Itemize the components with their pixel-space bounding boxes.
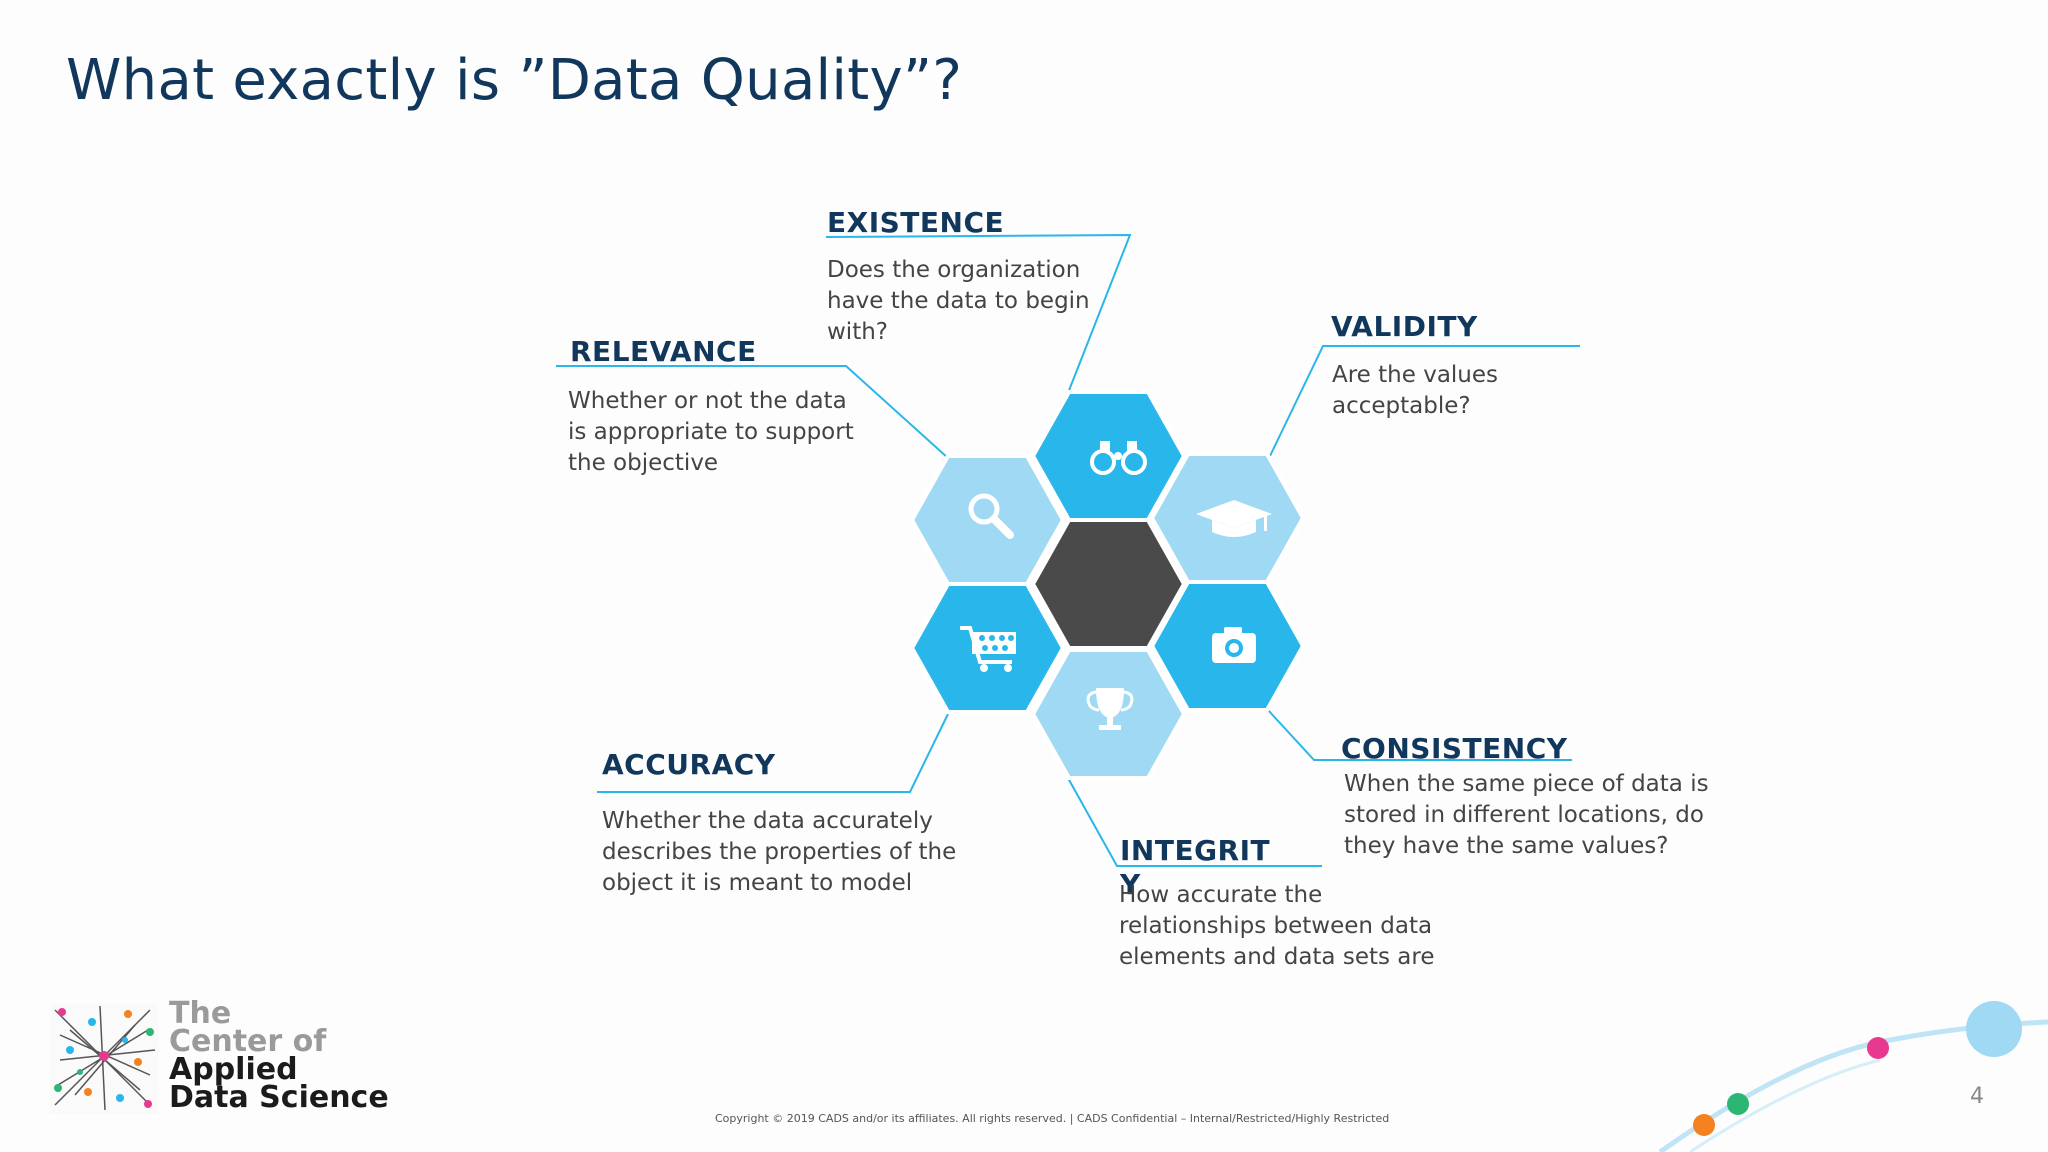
integrity-line: How accurate the: [1119, 882, 1323, 908]
accuracy-line: Whether the data accurately: [602, 808, 933, 834]
validity-description: Are the values acceptable?: [1332, 360, 1498, 422]
deco-blue-node: [1966, 1001, 2022, 1057]
validity-connector: [1269, 345, 1580, 457]
logo-line: The: [169, 996, 232, 1031]
consistency-line: stored in different locations, do: [1344, 802, 1704, 828]
validity-line: acceptable?: [1332, 393, 1471, 419]
existence-line: have the data to begin: [827, 288, 1090, 314]
integrity-connector: [1067, 777, 1322, 867]
integrity-heading: INTEGRIT: [1120, 834, 1271, 867]
consistency-heading: CONSISTENCY: [1341, 732, 1568, 765]
consistency-description: When the same piece of data is stored in…: [1344, 769, 1709, 862]
accuracy-connector: [597, 713, 949, 793]
consistency-line: they have the same values?: [1344, 833, 1669, 859]
accuracy-line: describes the properties of the: [602, 839, 957, 865]
integrity-description: How accurate the relationships between d…: [1119, 880, 1434, 973]
existence-line: with?: [827, 319, 889, 345]
existence-connector: [825, 233, 1132, 394]
existence-line: Does the organization: [827, 257, 1081, 283]
deco-pink-node: [1867, 1037, 1889, 1059]
logo-line: Applied: [169, 1052, 298, 1087]
page-number: 4: [1970, 1084, 1984, 1109]
accuracy-line: object it is meant to model: [602, 870, 913, 896]
relevance-connector: [556, 365, 949, 459]
page-title: What exactly is ”Data Quality”?: [66, 48, 963, 113]
camera-icon: [1212, 627, 1256, 663]
magnifier-icon: [968, 493, 1014, 539]
logo: The Center of Applied Data Science: [169, 996, 389, 1115]
relevance-line: Whether or not the data: [568, 388, 847, 414]
shopping-cart-icon: [960, 626, 1016, 672]
accuracy-heading: ACCURACY: [602, 748, 776, 781]
integrity-heading-overflow: Y: [1120, 868, 1141, 901]
deco-green-node: [1727, 1093, 1749, 1115]
integrity-line: elements and data sets are: [1119, 944, 1435, 970]
graduation-cap-icon: [1196, 500, 1272, 537]
consistency-line: When the same piece of data is: [1344, 771, 1709, 797]
relevance-description: Whether or not the data is appropriate t…: [568, 386, 854, 479]
validity-line: Are the values: [1332, 362, 1499, 388]
trophy-icon: [1086, 688, 1134, 730]
copyright-notice: Copyright © 2019 CADS and/or its affilia…: [715, 1112, 1390, 1125]
logo-line: Data Science: [169, 1080, 389, 1115]
logo-network-icon: [50, 1004, 158, 1114]
validity-heading: VALIDITY: [1331, 310, 1478, 343]
consistency-connector: [1267, 709, 1572, 761]
integrity-line: relationships between data: [1119, 913, 1433, 939]
relevance-line: the objective: [568, 450, 719, 476]
relevance-heading: RELEVANCE: [570, 335, 757, 368]
logo-line: Center of: [169, 1024, 327, 1059]
accuracy-description: Whether the data accurately describes th…: [602, 806, 956, 899]
relevance-line: is appropriate to support: [568, 419, 854, 445]
existence-description: Does the organization have the data to b…: [827, 255, 1090, 348]
existence-heading: EXISTENCE: [827, 206, 1005, 239]
deco-orange-node: [1693, 1114, 1715, 1136]
binoculars-icon: [1090, 441, 1147, 475]
